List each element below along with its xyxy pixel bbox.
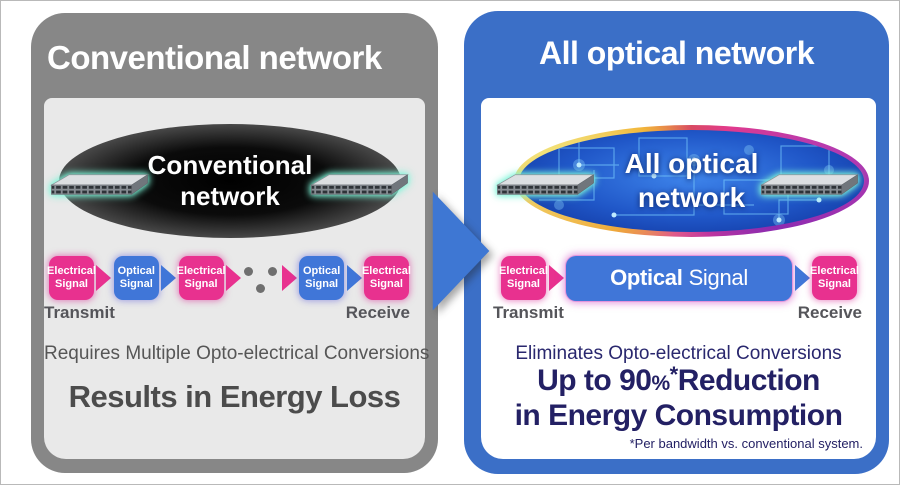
optical-word: Optical: [610, 265, 683, 290]
percent-sign: %: [651, 372, 670, 395]
cloud-label-line: network: [180, 181, 280, 211]
signal-word: Signal: [688, 265, 749, 290]
conventional-cloud-label: Conventional network: [148, 150, 313, 212]
conventional-result: Results in Energy Loss: [68, 379, 401, 414]
receive-label: Receive: [345, 303, 410, 322]
signal-label-line: Electrical: [47, 265, 96, 278]
conventional-network-panel: Conventional network Conventional networ…: [31, 13, 438, 473]
optical-signal-long-box: Optical Signal: [566, 255, 792, 301]
all-optical-network-panel: All optical network: [464, 11, 889, 474]
signal-label-line: Signal: [506, 278, 540, 290]
electrical-signal-box: Electrical Signal: [361, 256, 411, 300]
circuit-pattern: [539, 137, 834, 226]
footnote: *Per bandwidth vs. conventional system.: [629, 436, 863, 451]
conventional-note: Requires Multiple Opto-electrical Conver…: [44, 343, 430, 364]
electrical-signal-box: Electrical Signal: [176, 256, 226, 300]
receive-label: Receive: [797, 303, 862, 322]
result-line2: in Energy Consumption: [514, 399, 843, 433]
ellipsis-dots-icon: [243, 258, 279, 298]
network-switch-icon: [760, 174, 859, 195]
signal-label-line: Signal: [305, 278, 339, 290]
signal-label-line: Signal: [119, 278, 153, 290]
result-line1-prefix: Up to 90: [537, 364, 652, 397]
all-optical-result: Up to 90%*Reduction in Energy Consumptio…: [481, 362, 876, 433]
signal-label-line: Electrical: [810, 265, 859, 278]
conventional-signal-chain: Electrical Signal Optical Signal Electri…: [47, 256, 411, 300]
flow-arrow-icon: [548, 265, 564, 291]
transition-arrow-icon: [432, 191, 490, 311]
flow-arrow-icon: [346, 265, 362, 291]
all-optical-cloud-label: All optical network: [625, 147, 759, 214]
optical-signal-box: Optical Signal: [113, 256, 159, 300]
result-line1-suffix: Reduction: [677, 364, 821, 397]
signal-label-line: Electrical: [499, 265, 548, 278]
electrical-signal-box: Electrical Signal: [499, 256, 548, 300]
network-switch-icon: [496, 174, 595, 195]
all-optical-note: Eliminates Opto-electrical Conversions: [515, 343, 842, 364]
signal-label-line: Optical: [117, 265, 155, 278]
conventional-panel-body: Conventional network Electrical Signal: [44, 98, 430, 459]
all-optical-panel-body: All optical network Electrical Signal: [481, 98, 876, 459]
transmit-label: Transmit: [44, 303, 115, 322]
flow-arrow-icon: [794, 265, 810, 291]
signal-label-line: Electrical: [176, 265, 226, 278]
signal-label-line: Signal: [369, 278, 403, 290]
electrical-signal-box: Electrical Signal: [810, 256, 859, 300]
signal-label-line: Electrical: [361, 265, 411, 278]
all-optical-signal-chain: Electrical Signal Optical Signal Electri…: [499, 255, 859, 301]
flow-arrow-icon: [161, 265, 177, 291]
optical-signal-box: Optical Signal: [299, 256, 345, 300]
signal-label-line: Signal: [54, 278, 88, 290]
electrical-signal-box: Electrical Signal: [47, 256, 96, 300]
cloud-label-line: Conventional: [147, 149, 313, 180]
cloud-label-line: All optical: [624, 148, 759, 180]
network-switch-icon: [50, 174, 149, 195]
signal-label-line: Signal: [184, 278, 218, 290]
network-switch-icon: [310, 174, 409, 195]
flow-arrow-icon: [281, 265, 297, 291]
conventional-panel-title: Conventional network: [47, 39, 382, 76]
signal-label-line: Signal: [817, 278, 851, 290]
signal-label-line: Optical: [302, 265, 341, 278]
cloud-label-line: network: [637, 182, 746, 213]
transmit-label: Transmit: [493, 303, 564, 322]
all-optical-panel-title: All optical network: [539, 35, 814, 71]
flow-arrow-icon: [96, 265, 112, 291]
flow-arrow-icon: [225, 265, 241, 291]
asterisk-mark: *: [669, 362, 679, 387]
